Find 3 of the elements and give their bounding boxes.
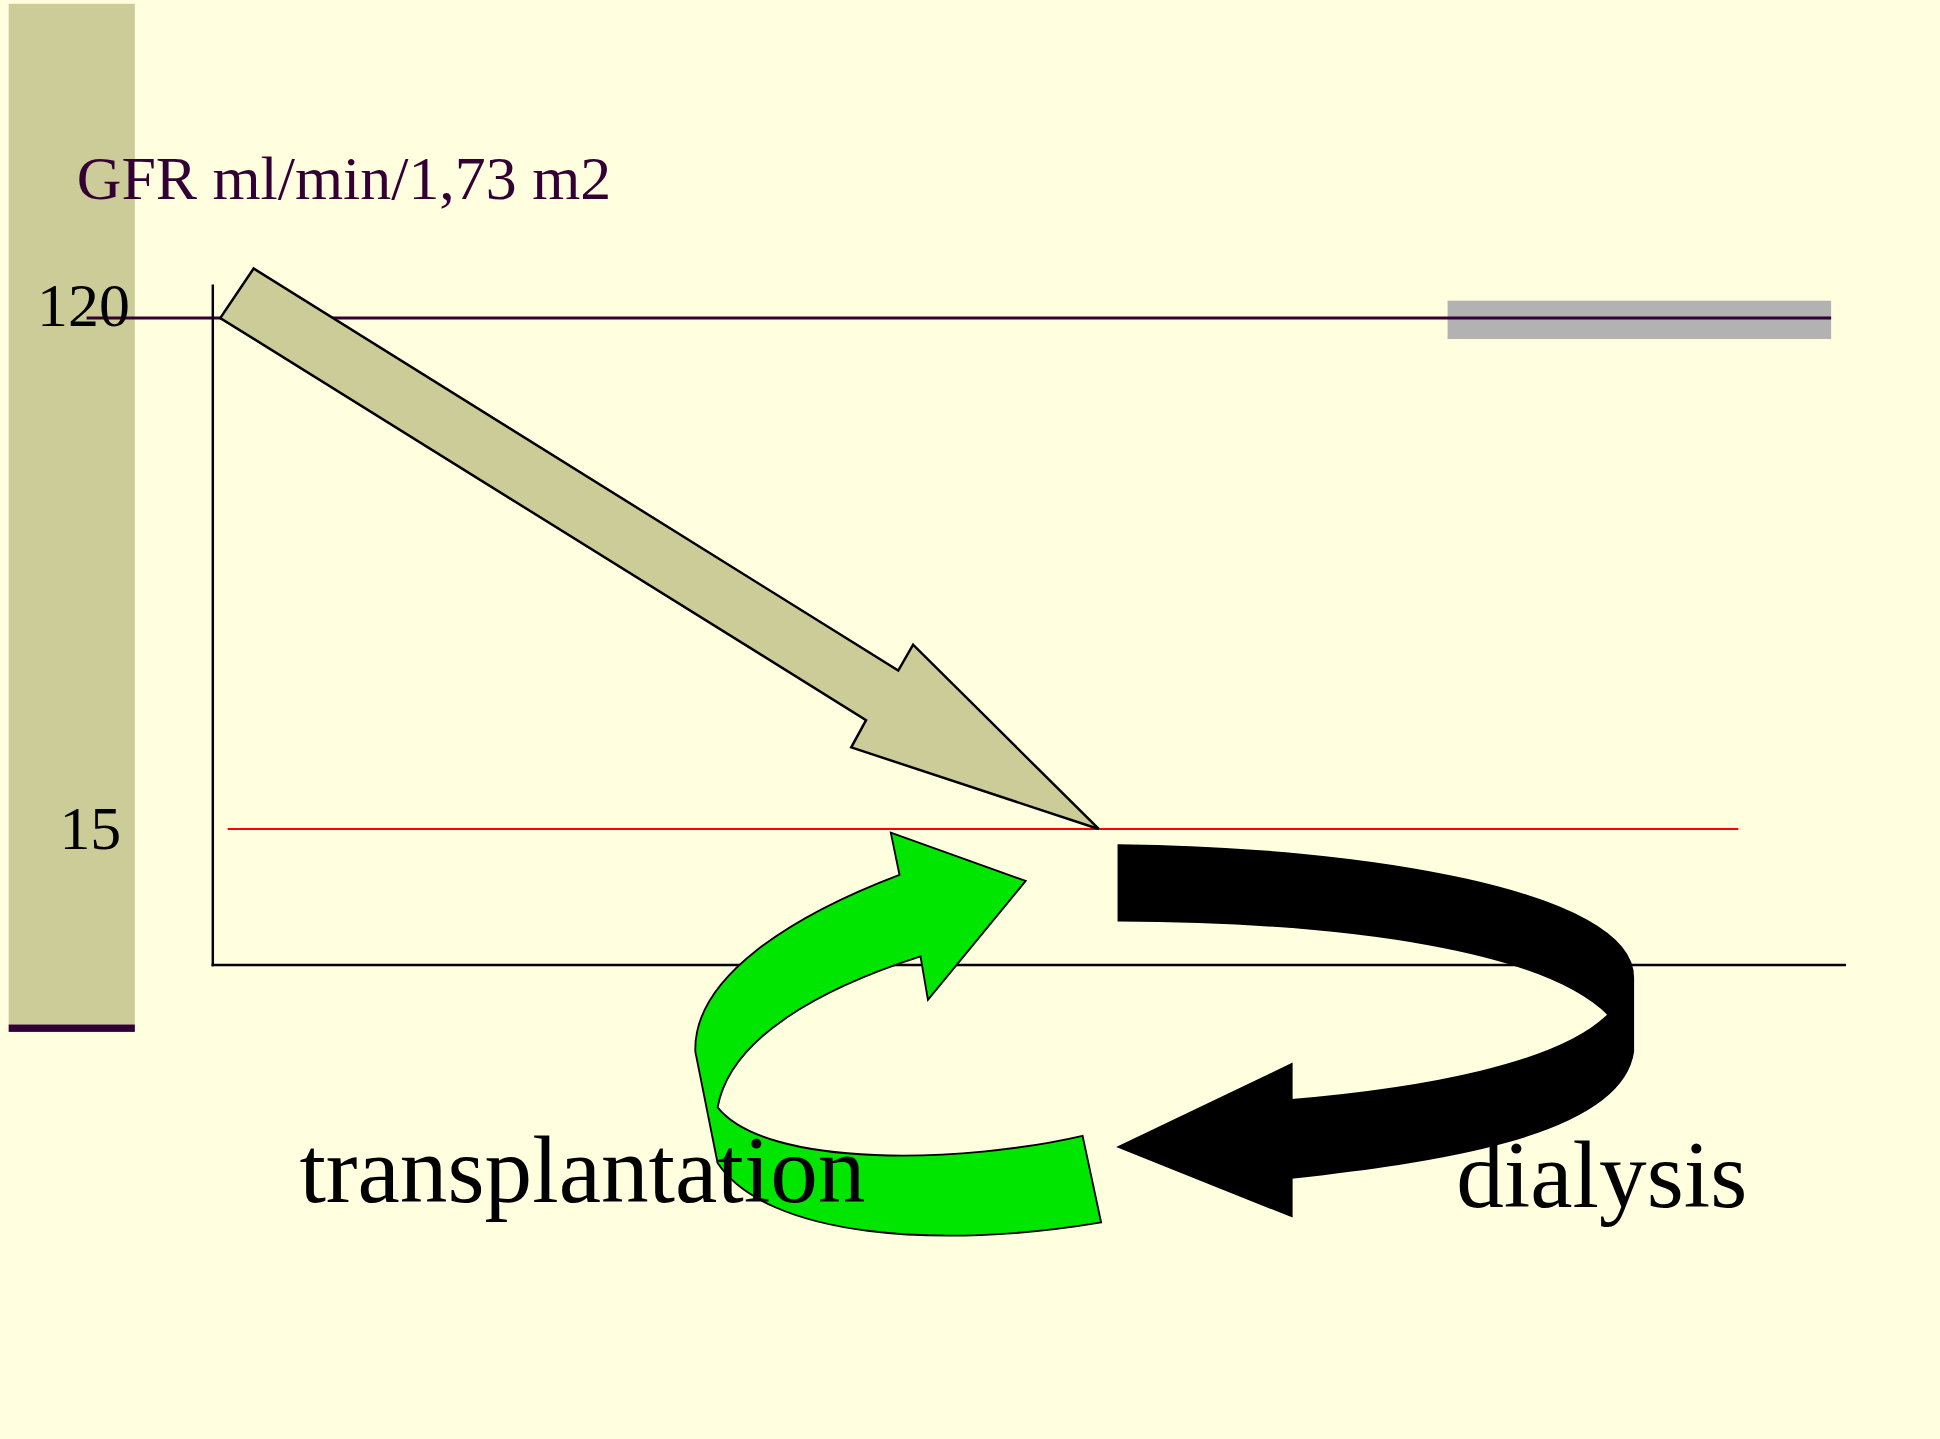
tick-label: 120 — [37, 274, 130, 337]
axis-title: GFR ml/min/1,73 m2 — [76, 148, 612, 211]
tick-label: 15 — [59, 798, 122, 860]
